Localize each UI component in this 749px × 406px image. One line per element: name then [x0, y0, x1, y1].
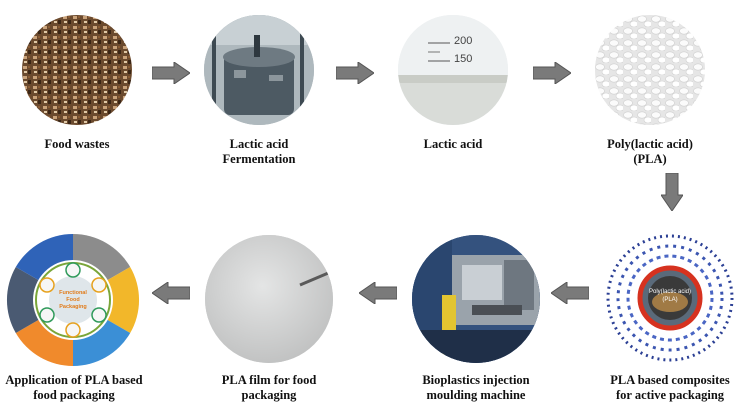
pla-composites-image: Poly(lactic acid) (PLA) [604, 232, 736, 364]
arrow-down-icon [661, 173, 683, 211]
pla-pellets-image [595, 15, 705, 125]
food-wastes-image [22, 15, 132, 125]
step-label-fermentation: Lactic acid Fermentation [222, 137, 296, 166]
fermenter-image [204, 15, 314, 125]
arrow-right-icon [336, 62, 374, 84]
step-label-injection-machine: Bioplastics injection moulding machine [422, 373, 530, 402]
arrow-right-icon [152, 62, 190, 84]
pla-film-image [205, 235, 333, 363]
arrow-right-icon [533, 62, 571, 84]
arrow-left-icon [551, 282, 589, 304]
composite-center-text: Poly(lactic acid) (PLA) [648, 289, 691, 303]
application-wheel-image: Functional Food Packaging [6, 233, 140, 367]
step-label-food-wastes: Food wastes [44, 137, 110, 151]
lactic-acid-beaker-image: 200 150 [398, 15, 508, 125]
step-label-composites: PLA based composites for active packagin… [610, 373, 730, 402]
arrow-left-icon [359, 282, 397, 304]
injection-machine-image [412, 235, 540, 363]
step-label-pla-film: PLA film for food packaging [221, 373, 317, 402]
beaker-mark-150: 150 [454, 53, 473, 65]
wheel-center-text: Functional Food Packaging [59, 290, 87, 310]
beaker-mark-200: 200 [454, 35, 473, 47]
step-label-lactic-acid: Lactic acid [423, 137, 483, 151]
arrow-left-icon [152, 282, 190, 304]
step-label-pla: Poly(lactic acid) (PLA) [607, 137, 693, 166]
step-label-application: Application of PLA based food packaging [5, 373, 143, 402]
